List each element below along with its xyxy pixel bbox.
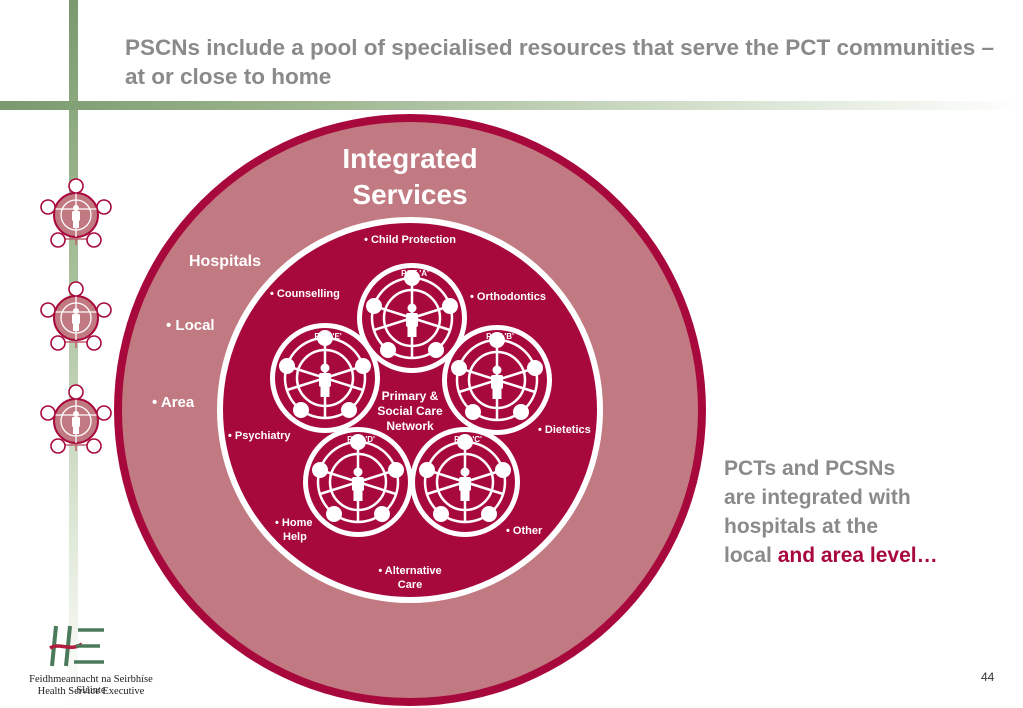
- service-alternative-care-line1: • Alternative: [378, 565, 441, 577]
- slide-title: PSCNs include a pool of specialised reso…: [125, 35, 995, 89]
- integrated-services-title-line1: Integrated: [342, 143, 477, 174]
- pct-a-label: PCT 'A': [401, 269, 429, 278]
- network-icon: [40, 384, 112, 454]
- summary-line-1: PCTs and PCSNs: [724, 457, 896, 480]
- service-orthodontics: • Orthodontics: [470, 291, 546, 303]
- logo-caption-english: Health Service Executive: [37, 686, 145, 697]
- summary-plain-text: local: [724, 544, 772, 567]
- vertical-accent-bar: [69, 0, 78, 708]
- network-center-line2: Social Care: [377, 404, 443, 418]
- network-center-line1: Primary &: [382, 389, 439, 403]
- network-icon: [40, 178, 112, 248]
- summary-line-4: local and area level…: [724, 541, 1004, 570]
- horizontal-accent-bar: [0, 101, 1023, 110]
- service-counselling: • Counselling: [270, 288, 340, 300]
- network-icon: [40, 281, 112, 351]
- service-dietetics: • Dietetics: [538, 424, 591, 436]
- summary-line-3: hospitals at the: [724, 515, 879, 538]
- pct-d-label: PCT 'D': [347, 435, 375, 444]
- pct-c: PCT 'C': [408, 425, 522, 539]
- hse-logo-icon: [49, 625, 104, 667]
- service-child-protection: • Child Protection: [364, 234, 456, 246]
- pct-b: PCT 'B': [440, 323, 554, 437]
- hospitals-label: Hospitals: [189, 253, 261, 270]
- service-alternative-care-line2: Care: [398, 579, 422, 591]
- pct-e-label: PCT 'E': [314, 332, 341, 341]
- integrated-services-title-line2: Services: [352, 179, 467, 210]
- service-psychiatry: • Psychiatry: [228, 430, 291, 442]
- service-other: • Other: [506, 525, 543, 537]
- summary-highlight-text: and area level…: [777, 544, 938, 567]
- integration-summary: PCTs and PCSNs are integrated with hospi…: [724, 454, 1004, 570]
- service-home-help-line2: Help: [283, 531, 307, 543]
- pct-c-label: PCT 'C': [454, 435, 482, 444]
- summary-line-2: are integrated with: [724, 486, 911, 509]
- service-home-help-line1: • Home: [275, 517, 312, 529]
- hospital-bullet-area: • Area: [152, 394, 195, 411]
- hospital-bullet-local: • Local: [166, 317, 215, 334]
- pct-d: PCT 'D': [301, 425, 415, 539]
- pct-b-label: PCT 'B': [486, 332, 514, 341]
- pct-e: PCT 'E': [268, 321, 382, 435]
- hse-logo: Feidhmeannacht na Seirbhíse Sláinte Heal…: [12, 622, 153, 700]
- logo-caption-irish: Feidhmeannacht na Seirbhíse Sláinte: [29, 674, 153, 696]
- pct-a: PCT 'A': [355, 261, 469, 375]
- network-center-line3: Network: [386, 419, 434, 433]
- page-number: 44: [981, 670, 995, 684]
